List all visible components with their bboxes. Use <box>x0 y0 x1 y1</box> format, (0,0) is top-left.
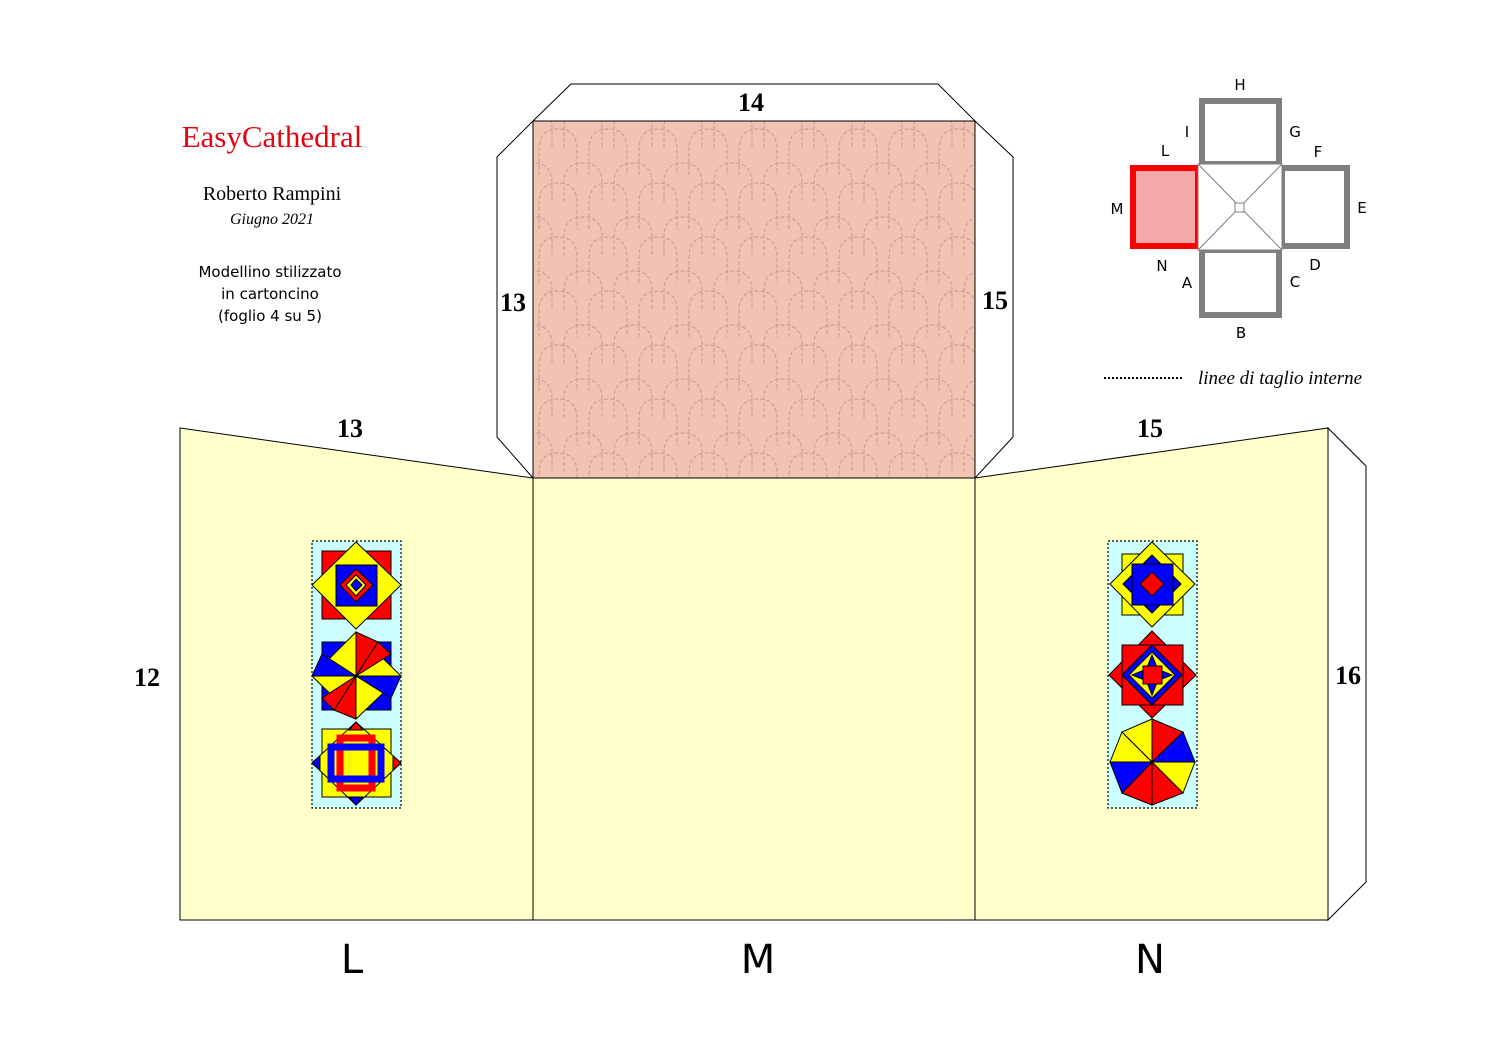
key-letter-c: C <box>1290 273 1300 291</box>
author-name: Roberto Rampini <box>203 183 342 205</box>
key-letter-b: B <box>1236 324 1246 342</box>
window-n-motif-2 <box>1108 630 1197 719</box>
window-n-motif-1 <box>1109 541 1196 628</box>
edge-label-wall-l-top: 13 <box>337 414 363 443</box>
window-l <box>311 540 402 809</box>
key-map-crossing <box>1197 163 1283 251</box>
face-label-m: M <box>741 937 776 983</box>
key-letter-f: F <box>1314 143 1323 161</box>
date: Giugno 2021 <box>230 211 314 228</box>
key-letter-n: N <box>1156 257 1167 275</box>
edge-label-roof-left: 13 <box>500 288 526 317</box>
wall-glue-tab-right <box>1327 426 1367 922</box>
window-l-motif-3 <box>311 721 402 806</box>
legend-cut-lines-text: linee di taglio interne <box>1198 368 1362 389</box>
key-map-arm-right <box>1279 165 1350 249</box>
key-letter-i: I <box>1185 123 1189 141</box>
description-line-2: in cartoncino <box>221 285 319 303</box>
face-label-n: N <box>1135 937 1165 983</box>
wall-face-m <box>532 477 976 921</box>
edge-labels: 14 13 15 13 15 12 16 <box>134 88 1361 692</box>
window-n-motif-3 <box>1109 718 1196 806</box>
edge-label-roof-right: 15 <box>982 286 1008 315</box>
face-labels: L M N <box>341 937 1165 983</box>
brand-title: EasyCathedral <box>182 119 363 154</box>
key-map-arm-top <box>1199 98 1282 167</box>
edge-label-wall-l-side: 12 <box>134 663 160 692</box>
edge-label-wall-n-top: 15 <box>1137 414 1163 443</box>
key-map-arm-bottom <box>1199 247 1282 318</box>
key-letter-h: H <box>1234 76 1245 94</box>
key-letter-e: E <box>1357 199 1366 217</box>
key-letter-l: L <box>1161 142 1170 160</box>
key-map-arm-left-highlight <box>1133 168 1198 246</box>
edge-label-wall-n-side: 16 <box>1335 661 1361 690</box>
key-letter-d: D <box>1309 256 1321 274</box>
window-l-motif-1 <box>311 541 402 630</box>
edge-label-roof-top: 14 <box>738 88 764 117</box>
window-l-motif-2 <box>311 631 402 720</box>
description-line-3: (foglio 4 su 5) <box>218 307 322 325</box>
roof-face <box>532 120 976 479</box>
window-n <box>1107 540 1198 809</box>
key-letter-m: M <box>1111 200 1124 218</box>
key-map: H I G L F M E N D A C B <box>1111 76 1367 342</box>
description-line-1: Modellino stilizzato <box>198 263 341 281</box>
roof-tiles-pattern <box>533 121 975 478</box>
key-letter-g: G <box>1289 123 1301 141</box>
title-block: EasyCathedral Roberto Rampini Giugno 202… <box>182 119 363 325</box>
legend-cut-lines: linee di taglio interne <box>1104 368 1362 389</box>
face-label-l: L <box>341 937 364 983</box>
key-letter-a: A <box>1182 274 1193 292</box>
